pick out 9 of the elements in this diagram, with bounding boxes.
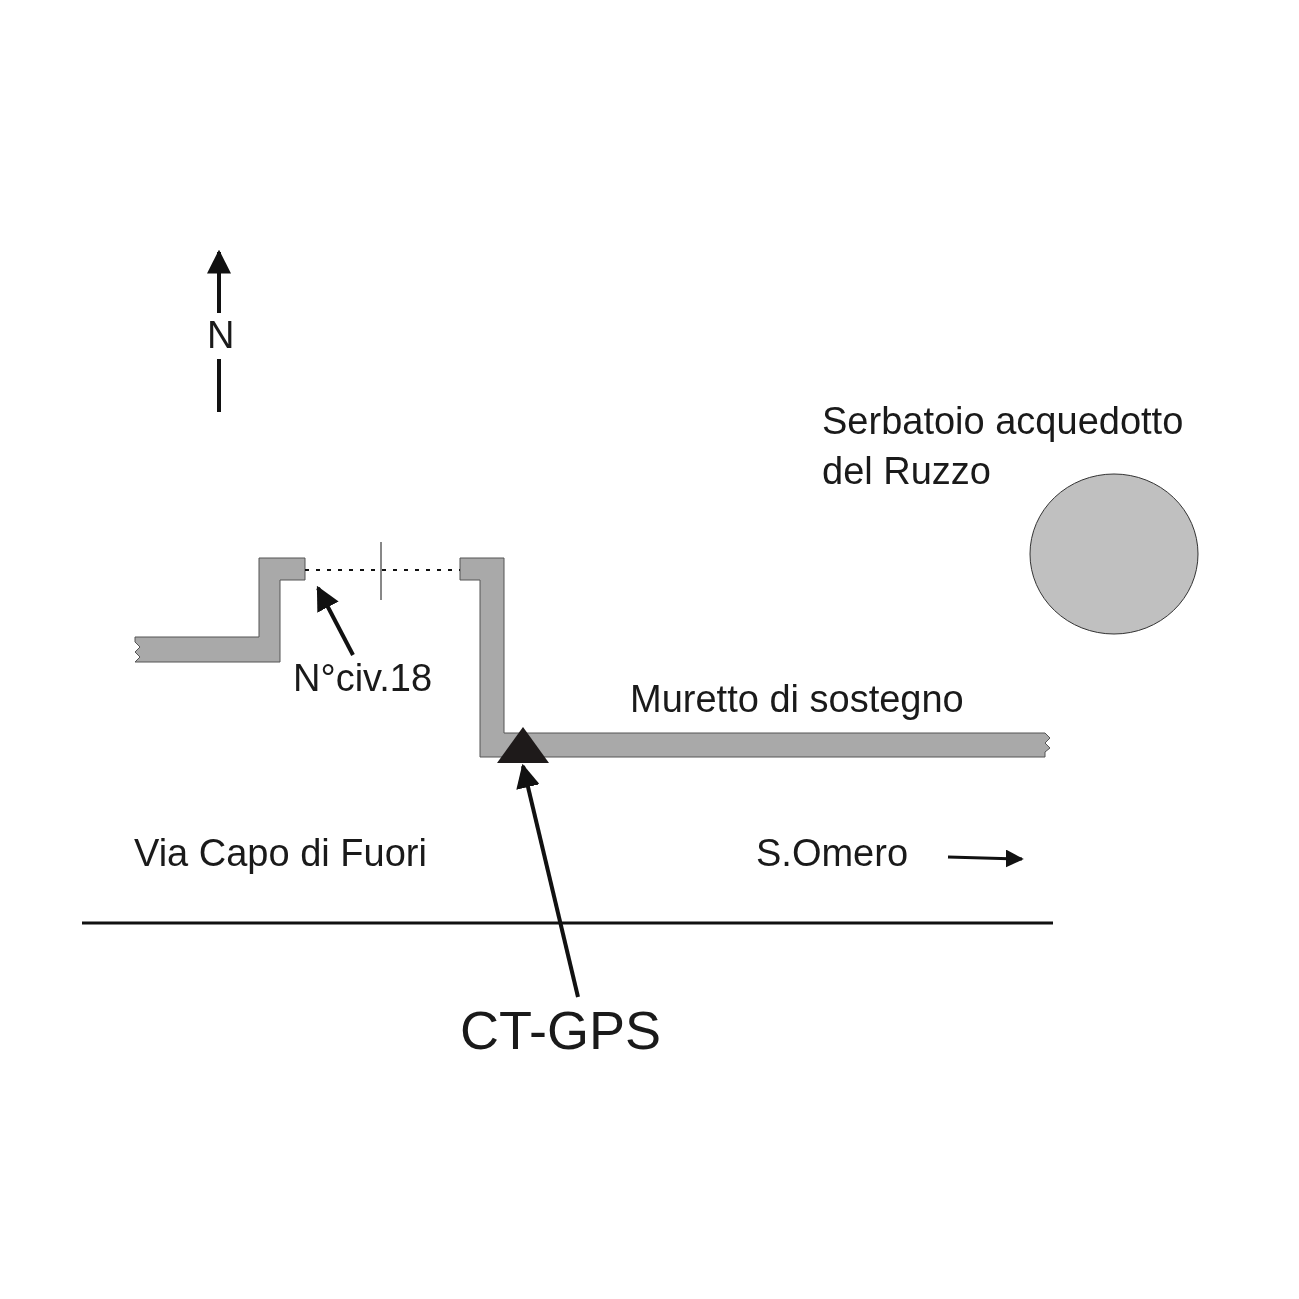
map-label: CT-GPS	[460, 998, 662, 1063]
leader-line	[316, 585, 355, 656]
survey-point-marker	[497, 727, 549, 763]
map-label: Via Capo di Fuori	[134, 831, 427, 876]
map-label: Muretto di sostegno	[630, 677, 964, 722]
map-label: N°civ.18	[293, 656, 433, 702]
map-label: Serbatoio acquedotto del Ruzzo	[822, 399, 1185, 494]
leader-line	[516, 763, 580, 998]
map-label: S.Omero	[756, 831, 909, 876]
